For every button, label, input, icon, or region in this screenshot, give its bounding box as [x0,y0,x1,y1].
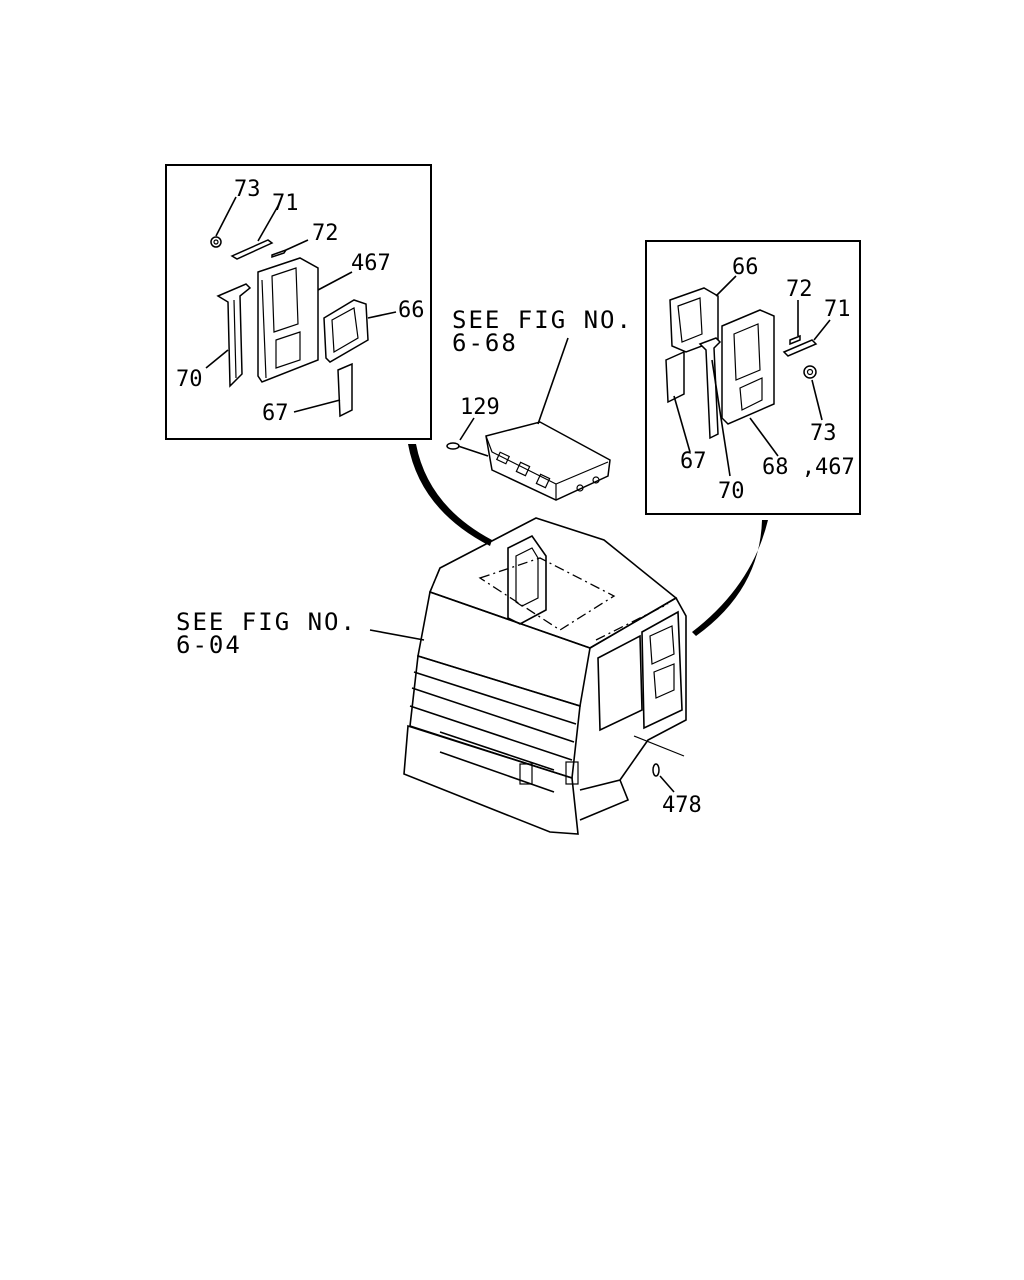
right-label-73: 73 [810,421,837,446]
left-leader-arc [408,444,492,546]
right-part-71-bracket[interactable] [782,319,831,357]
right-label-70: 70 [718,479,745,504]
roof-ref-line1: SEE FIG NO. [452,306,633,334]
left-part-467-panel[interactable] [257,257,353,383]
cab-ref-line1: SEE FIG NO. [176,608,357,636]
right-label-68-467: 68 ,467 [762,455,855,480]
left-label-67: 67 [262,401,289,426]
left-label-72: 72 [312,221,339,246]
right-part-68-467-panel[interactable] [721,309,779,457]
part-129[interactable] [446,417,489,457]
roof-console[interactable] [485,337,611,501]
label-129: 129 [460,395,500,420]
left-label-71: 71 [272,191,299,216]
part-478[interactable] [633,735,685,793]
left-part-71-bracket[interactable] [230,205,279,260]
left-label-467: 467 [351,251,391,276]
right-part-70-pillar[interactable] [698,337,731,477]
right-label-72: 72 [786,277,813,302]
right-label-67: 67 [680,449,707,474]
right-leader-arc [692,520,768,636]
right-label-71: 71 [824,297,851,322]
right-label-66: 66 [732,255,759,280]
right-inset: 66 72 71 73 67 70 68 ,467 [645,240,861,515]
right-part-73-bolt[interactable] [803,365,823,421]
left-part-72-clip[interactable] [271,239,309,259]
right-part-72-clip[interactable] [789,300,801,346]
right-inset-frame [645,240,861,515]
left-inset: 73 71 72 467 66 70 67 [165,164,432,440]
left-part-67-strip[interactable] [293,362,353,418]
cab-ref-line2: 6-04 [176,631,242,659]
truck-cab[interactable] [369,517,687,835]
right-part-67-strip[interactable] [665,350,691,453]
left-label-73: 73 [234,177,261,202]
left-label-70: 70 [176,367,203,392]
label-478: 478 [662,793,702,818]
roof-ref-line2: 6-68 [452,329,518,357]
left-label-66: 66 [398,298,425,323]
left-inset-frame [165,164,432,440]
left-part-73-bolt[interactable] [210,196,237,248]
left-part-70-pillar[interactable] [205,283,252,388]
left-part-66-frame[interactable] [323,299,397,363]
